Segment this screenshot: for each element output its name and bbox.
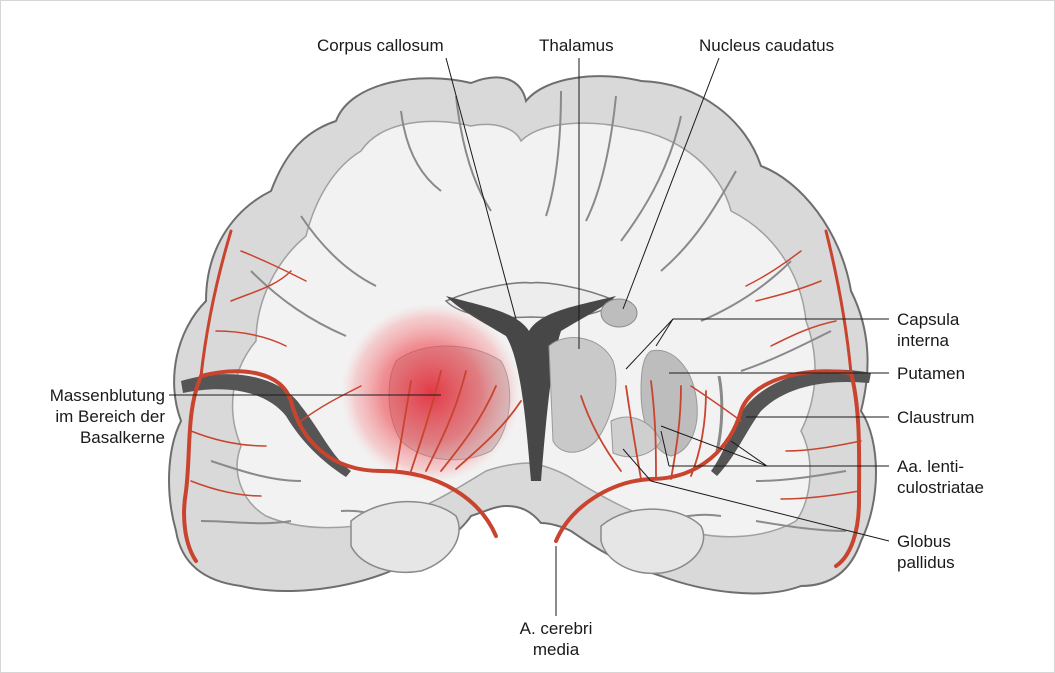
brain-section xyxy=(169,76,876,593)
label-massenblutung: Massenblutung im Bereich der Basalkerne xyxy=(21,385,165,448)
label-aa-lenticulostriatae-line2: culostriatae xyxy=(897,477,984,498)
label-aa-lenticulostriatae-line1: Aa. lenti- xyxy=(897,456,984,477)
label-aa-lenticulostriatae: Aa. lenti- culostriatae xyxy=(897,456,984,498)
label-a-cerebri-media-line2: media xyxy=(506,639,606,660)
label-nucleus-caudatus: Nucleus caudatus xyxy=(699,35,834,56)
label-putamen: Putamen xyxy=(897,363,965,384)
nucleus-caudatus-right xyxy=(601,299,637,327)
label-capsula-interna: Capsula interna xyxy=(897,309,959,351)
label-globus-pallidus-line2: pallidus xyxy=(897,552,955,573)
label-massenblutung-line1: Massenblutung xyxy=(21,385,165,406)
label-a-cerebri-media-line1: A. cerebri xyxy=(506,618,606,639)
label-corpus-callosum: Corpus callosum xyxy=(317,35,444,56)
label-capsula-interna-line2: interna xyxy=(897,330,959,351)
label-massenblutung-line2: im Bereich der xyxy=(21,406,165,427)
hemorrhage-area xyxy=(341,303,521,483)
label-a-cerebri-media: A. cerebri media xyxy=(506,618,606,660)
label-claustrum: Claustrum xyxy=(897,407,974,428)
temporal-lobe-left xyxy=(351,502,459,573)
label-massenblutung-line3: Basalkerne xyxy=(21,427,165,448)
label-capsula-interna-line1: Capsula xyxy=(897,309,959,330)
label-thalamus: Thalamus xyxy=(539,35,614,56)
label-globus-pallidus: Globus pallidus xyxy=(897,531,955,573)
label-globus-pallidus-line1: Globus xyxy=(897,531,955,552)
